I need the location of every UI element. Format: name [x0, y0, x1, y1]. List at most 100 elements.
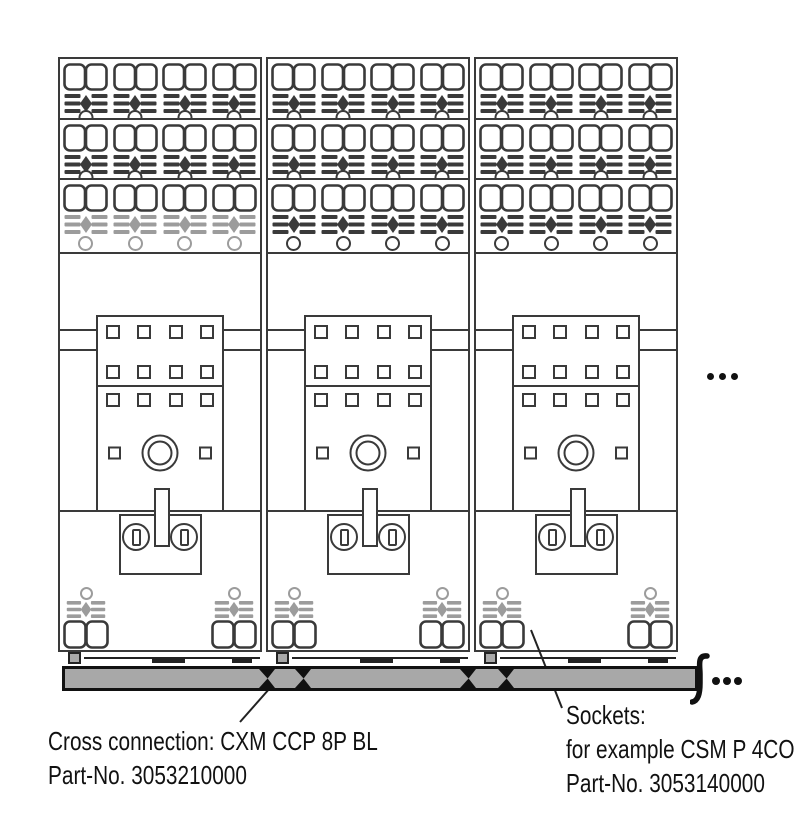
- terminal-opening-pair: [112, 63, 158, 91]
- terminal-pole: [528, 120, 574, 178]
- terminal-pole: [370, 180, 416, 252]
- bottom-terminal-unit: [626, 586, 674, 650]
- pin-square: [553, 325, 568, 339]
- screw-slot: [387, 528, 397, 546]
- terminal-opening-pair: [479, 184, 524, 212]
- terminal-opening-pair: [628, 184, 673, 212]
- terminal-row-1: [268, 59, 468, 120]
- retainer-zone: [314, 407, 422, 510]
- ellipsis-dot: [734, 677, 742, 685]
- base-contour-dash: [360, 659, 393, 663]
- clamp-comb-icon: [480, 155, 523, 174]
- release-arc: [642, 110, 658, 118]
- clamp-comb-icon: [420, 155, 464, 174]
- release-arc: [335, 170, 351, 178]
- clamp-comb-icon: [579, 155, 623, 174]
- sockets-part-no: Part-No. 3053140000: [566, 768, 765, 798]
- retainer-ring: [349, 434, 387, 472]
- clamp-comb-icon: [420, 215, 464, 234]
- pin-square: [522, 393, 536, 407]
- pin-square-row: [522, 365, 630, 379]
- terminal-opening-pair: [370, 63, 416, 91]
- clamp-comb-icon: [628, 155, 672, 174]
- terminal-row-1: [476, 59, 676, 120]
- clamp-comb-icon: [321, 215, 365, 234]
- clamp-comb-icon: [420, 94, 464, 113]
- terminal-pole: [212, 180, 257, 252]
- clamp-comb-icon: [371, 94, 415, 113]
- clamp-comb-icon: [212, 94, 256, 113]
- terminal-opening-pair: [420, 124, 465, 152]
- terminal-opening-pair: [162, 184, 208, 212]
- release-arc: [642, 170, 658, 178]
- clamp-comb-icon: [529, 155, 573, 174]
- pin-square: [407, 393, 422, 407]
- test-point-circle: [226, 236, 242, 251]
- terminal-row-2: [476, 120, 676, 180]
- terminal-opening-pair: [212, 184, 257, 212]
- test-point-circle: [79, 587, 93, 600]
- terminal-opening-pair: [162, 63, 208, 91]
- mounting-foot: [276, 652, 289, 664]
- rail-segment-seam: [460, 669, 476, 688]
- clamp-comb-icon: [321, 94, 365, 113]
- terminal-row-2: [60, 120, 260, 180]
- base-contour-dash: [568, 659, 601, 663]
- relay-plate-lower: [98, 387, 222, 510]
- terminal-opening-pair: [578, 184, 624, 212]
- clamp-comb-icon: [529, 94, 573, 113]
- release-arc: [385, 170, 401, 178]
- base-contour-dash: [152, 659, 185, 663]
- pin-square: [199, 365, 214, 379]
- cross-connection-part-no: Part-No. 3053210000: [48, 760, 247, 790]
- terminal-pole: [370, 120, 416, 178]
- release-arc: [286, 110, 301, 118]
- test-point-circle: [593, 236, 609, 251]
- sockets-label-line1: Sockets:: [566, 700, 646, 730]
- base-contour-dash: [440, 659, 460, 663]
- release-arc: [127, 170, 143, 178]
- module-face: [476, 254, 676, 512]
- terminal-opening-pair: [211, 620, 257, 649]
- test-point-circle: [494, 236, 509, 251]
- test-point-circle: [287, 587, 301, 600]
- pin-square: [553, 365, 568, 379]
- terminal-pole: [578, 59, 624, 118]
- clamp-comb-icon: [272, 155, 315, 174]
- pin-square-row: [314, 393, 422, 407]
- terminal-opening-pair: [420, 184, 465, 212]
- terminal-opening-pair: [271, 124, 316, 152]
- pin-square-row: [314, 365, 422, 379]
- screw-head: [122, 523, 150, 551]
- terminal-pole: [271, 59, 316, 118]
- pin-square: [524, 446, 537, 460]
- clamp-comb-icon: [482, 601, 522, 618]
- clamp-comb-icon: [480, 94, 523, 113]
- terminal-pole: [420, 120, 465, 178]
- terminal-opening-pair: [628, 124, 673, 152]
- retainer-ring-inner: [355, 440, 381, 466]
- pin-square: [199, 446, 212, 460]
- test-point-circle: [543, 236, 559, 251]
- release-arc: [127, 110, 143, 118]
- clamp-comb-icon: [214, 601, 254, 618]
- terminal-pole: [628, 59, 673, 118]
- terminal-pole: [420, 180, 465, 252]
- retainer-ring: [557, 434, 595, 472]
- terminal-opening-pair: [112, 184, 158, 212]
- clamp-comb-icon: [113, 215, 157, 234]
- terminal-row-3: [476, 180, 676, 254]
- terminal-opening-pair: [63, 124, 108, 152]
- retainer-ring-inner: [563, 440, 589, 466]
- pin-square: [553, 393, 568, 407]
- terminal-opening-pair: [320, 63, 366, 91]
- terminal-opening-pair: [271, 184, 316, 212]
- terminal-opening-pair: [212, 63, 257, 91]
- screw-head: [378, 523, 406, 551]
- bottom-terminal-band: [60, 585, 260, 650]
- release-arc: [226, 110, 242, 118]
- ellipsis-dot: [719, 373, 726, 380]
- terminal-opening-pair: [479, 63, 524, 91]
- clamp-comb-icon: [272, 215, 315, 234]
- clamp-comb-icon: [628, 215, 672, 234]
